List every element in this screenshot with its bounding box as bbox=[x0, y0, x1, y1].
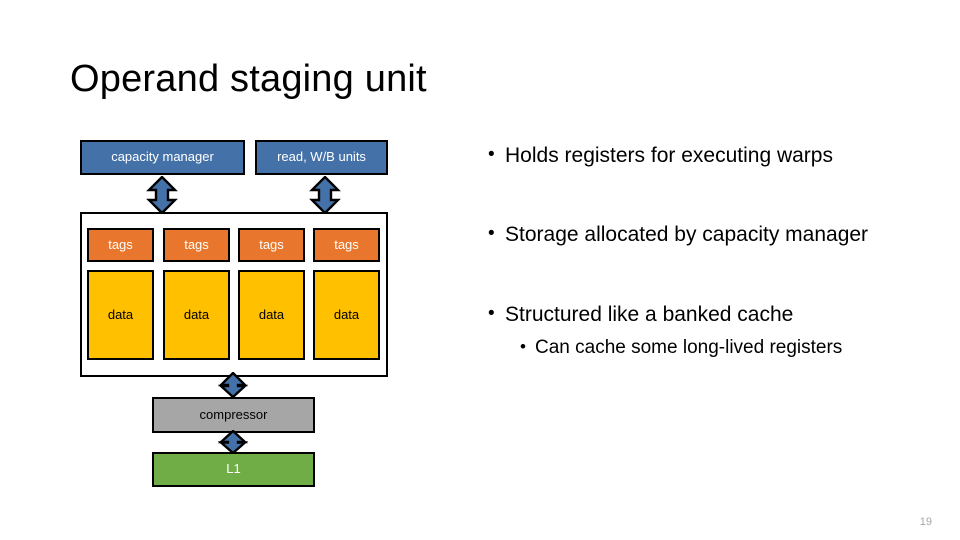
diagram-bank-4-tags-label: tags bbox=[334, 236, 359, 252]
bullet-marker-icon: • bbox=[488, 222, 495, 244]
diagram-bank-2-data[interactable]: data bbox=[163, 270, 230, 360]
diagram-box-capacity-manager-label: capacity manager bbox=[111, 149, 214, 165]
bullet-item-3-sub-1-text: Can cache some long-lived registers bbox=[535, 336, 843, 358]
diagram-bank-1-tags-label: tags bbox=[108, 236, 133, 252]
bullet-item-2: • Storage allocated by capacity manager bbox=[488, 221, 888, 249]
diagram-box-read-wb-units[interactable]: read, W/B units bbox=[255, 140, 388, 175]
double-arrow-icon-readwb-to-bank bbox=[308, 175, 342, 215]
diagram-bank-3-data[interactable]: data bbox=[238, 270, 305, 360]
diagram-box-l1-label: L1 bbox=[226, 461, 241, 477]
diagram-bank-1-data-label: data bbox=[107, 306, 134, 322]
bullet-marker-icon: • bbox=[488, 144, 495, 165]
bullet-item-1: • Holds registers for executing warps bbox=[488, 142, 888, 170]
diagram-box-capacity-manager[interactable]: capacity manager bbox=[80, 140, 245, 175]
diagram-bank-3-data-label: data bbox=[258, 306, 285, 322]
bullet-marker-icon: • bbox=[488, 302, 495, 324]
diagram-bank-3-tags[interactable]: tags bbox=[238, 228, 305, 262]
bullet-sub-marker-icon: • bbox=[520, 336, 526, 356]
diagram-box-compressor[interactable]: compressor bbox=[152, 397, 315, 433]
double-arrow-icon-capacity-to-bank bbox=[145, 175, 179, 215]
bullet-list: • Holds registers for executing warps • … bbox=[488, 142, 888, 360]
diagram-box-compressor-label: compressor bbox=[199, 406, 268, 422]
page-number: 19 bbox=[919, 516, 932, 528]
bullet-item-3-text: Structured like a banked cache bbox=[505, 302, 794, 326]
diagram-bank-4-data-label: data bbox=[333, 306, 360, 322]
diagram-box-l1[interactable]: L1 bbox=[152, 452, 315, 487]
bullet-item-3: • Structured like a banked cache bbox=[488, 301, 888, 329]
bullet-item-1-text: Holds registers for executing warps bbox=[505, 144, 833, 167]
diagram-bank-2-data-label: data bbox=[183, 306, 210, 322]
diagram-bank-2-tags-label: tags bbox=[184, 236, 209, 252]
diagram-bank-3-tags-label: tags bbox=[259, 236, 284, 252]
diagram-bank-1-data[interactable]: data bbox=[87, 270, 154, 360]
diagram-bank-1-tags[interactable]: tags bbox=[87, 228, 154, 262]
diagram-bank-4-data[interactable]: data bbox=[313, 270, 380, 360]
diagram-bank-4-tags[interactable]: tags bbox=[313, 228, 380, 262]
page-title: Operand staging unit bbox=[70, 58, 427, 100]
double-arrow-icon-bank-to-compressor bbox=[217, 371, 249, 399]
bullet-item-3-sub-1: • Can cache some long-lived registers bbox=[520, 336, 888, 361]
bullet-item-2-text: Storage allocated by capacity manager bbox=[505, 222, 869, 246]
diagram-bank-2-tags[interactable]: tags bbox=[163, 228, 230, 262]
diagram-box-read-wb-units-label: read, W/B units bbox=[277, 149, 366, 165]
double-arrow-icon-compressor-to-l1 bbox=[217, 429, 249, 455]
